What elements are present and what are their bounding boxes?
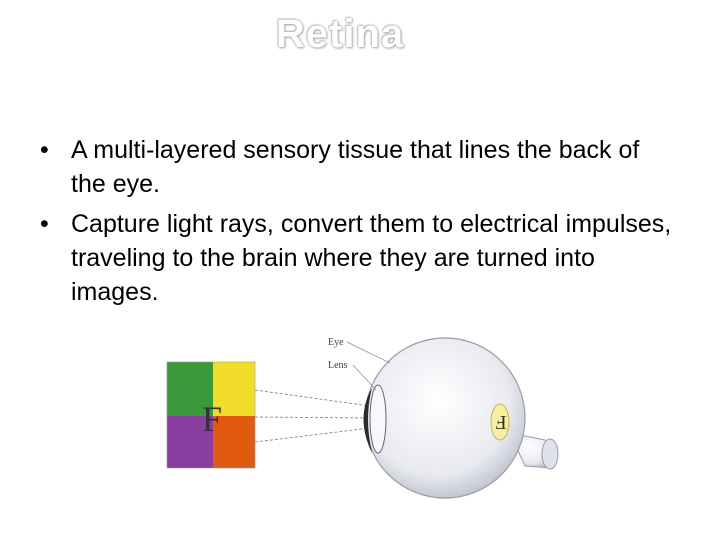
retinal-image <box>490 403 510 441</box>
bullet-item: • Capture light rays, convert them to el… <box>40 207 680 309</box>
object-quadrant-green <box>167 362 213 416</box>
image-letter: F <box>495 411 506 433</box>
object-quadrant-yellow <box>213 362 255 416</box>
bullet-marker: • <box>40 136 49 164</box>
object-quadrant-purple <box>167 416 213 468</box>
bullet-list: • A multi-layered sensory tissue that li… <box>40 133 680 315</box>
bullet-item: • A multi-layered sensory tissue that li… <box>40 133 680 201</box>
lens-label-leader <box>352 364 377 391</box>
eye-label-leader <box>346 341 391 364</box>
optic-nerve-end <box>541 438 559 470</box>
object-letter: F <box>202 399 222 439</box>
eye-label: Eye <box>328 337 344 348</box>
eye-diagram: F F Eye Lens <box>166 337 559 499</box>
object-square: F <box>166 361 256 469</box>
object-quadrant-orange <box>213 416 255 468</box>
lens <box>369 384 387 454</box>
bullet-marker: • <box>40 210 49 238</box>
pupil <box>363 388 372 453</box>
bullet-text: Capture light rays, convert them to elec… <box>71 210 672 306</box>
slide-title: Retina <box>275 12 405 56</box>
lens-label: Lens <box>328 360 348 371</box>
bullet-text: A multi-layered sensory tissue that line… <box>71 136 640 198</box>
